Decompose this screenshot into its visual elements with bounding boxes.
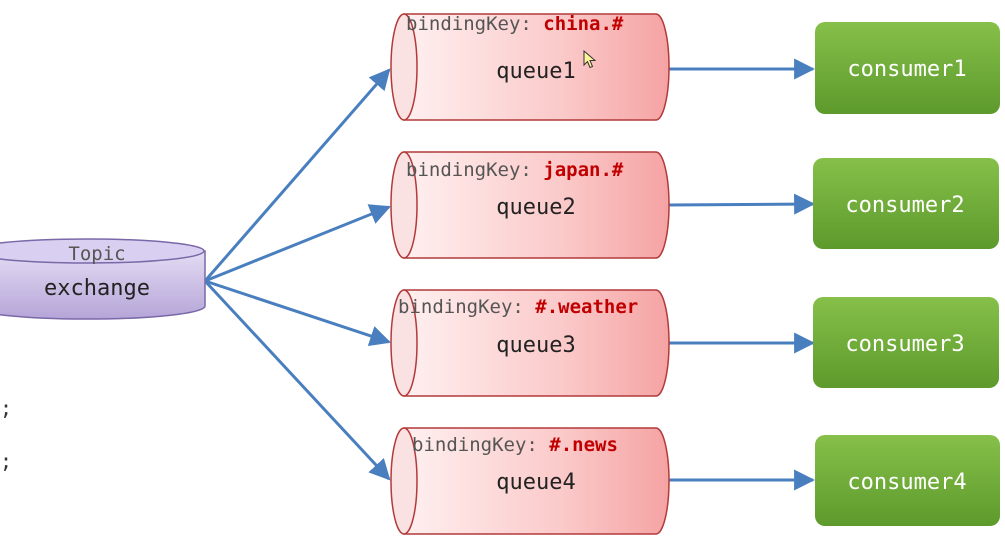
consumer2-label: consumer2 — [845, 193, 964, 218]
exchange-cylinder-body — [0, 250, 206, 320]
queue2-cylinder-cap — [390, 151, 418, 259]
queue4-binding-key: #.news — [549, 434, 618, 456]
queue4-binding-prefix: bindingKey: — [412, 434, 549, 456]
queue1-binding-key: china.# — [543, 13, 624, 35]
queue4-cylinder-body — [403, 427, 670, 535]
queue2-binding-prefix: bindingKey: — [406, 159, 543, 181]
consumer4-box — [815, 435, 1000, 526]
queue1-node: bindingKey: china.# queue1 — [390, 13, 670, 121]
queue2-binding-label: bindingKey: japan.# — [406, 159, 624, 181]
arrow-exchange-queue2 — [204, 204, 391, 283]
queue3-node: bindingKey: #.weather queue3 — [390, 289, 670, 397]
edge-fragment-1: ; — [0, 396, 13, 420]
consumer1-box — [815, 22, 1000, 114]
queue3-cylinder-body — [403, 289, 670, 397]
arrow-exchange-queue3 — [204, 279, 391, 347]
queue2-cylinder-body — [403, 151, 670, 259]
queue2-binding-key: japan.# — [543, 159, 624, 181]
queue3-binding-key: #.weather — [535, 296, 638, 318]
mouse-pointer-icon — [583, 50, 597, 69]
queue2-name: queue2 — [496, 195, 575, 220]
exchange-type-label: Topic — [68, 243, 125, 265]
queue3-cylinder-cap — [390, 289, 418, 397]
consumer3-node: consumer3 — [813, 297, 999, 388]
queue1-name: queue1 — [496, 59, 575, 84]
queue3-name: queue3 — [496, 333, 575, 358]
arrow-queue2-consumer2 — [667, 193, 816, 215]
exchange-name-label: exchange — [44, 276, 150, 301]
queue1-binding-prefix: bindingKey: — [406, 13, 543, 35]
queue4-node: bindingKey: #.news queue4 — [390, 427, 670, 535]
arrow-exchange-queue1 — [203, 68, 391, 282]
consumer1-node: consumer1 — [815, 22, 1000, 114]
queue3-binding-label: bindingKey: #.weather — [398, 296, 638, 318]
queue1-cylinder-body — [403, 13, 670, 121]
consumer3-label: consumer3 — [845, 332, 964, 357]
exchange-to-queue-arrows — [203, 68, 391, 481]
arrow-exchange-queue4 — [203, 279, 391, 481]
consumer4-node: consumer4 — [815, 435, 1000, 526]
exchange-cylinder-top — [0, 238, 205, 264]
queue1-cylinder-cap — [390, 13, 418, 121]
consumer4-label: consumer4 — [847, 470, 966, 495]
queue3-binding-prefix: bindingKey: — [398, 296, 535, 318]
consumer2-node: consumer2 — [813, 158, 999, 249]
queue4-name: queue4 — [496, 470, 575, 495]
consumer1-label: consumer1 — [847, 57, 966, 82]
queue4-cylinder-cap — [390, 427, 418, 535]
consumer3-box — [813, 297, 999, 388]
consumer2-box — [813, 158, 999, 249]
edge-fragment-2: ; — [0, 449, 13, 473]
queue2-node: bindingKey: japan.# queue2 — [390, 151, 670, 259]
queue-to-consumer-arrows — [667, 58, 816, 491]
queue4-binding-label: bindingKey: #.news — [412, 434, 618, 456]
exchange-node: Topic exchange — [0, 238, 206, 320]
queue1-binding-label: bindingKey: china.# — [406, 13, 624, 35]
